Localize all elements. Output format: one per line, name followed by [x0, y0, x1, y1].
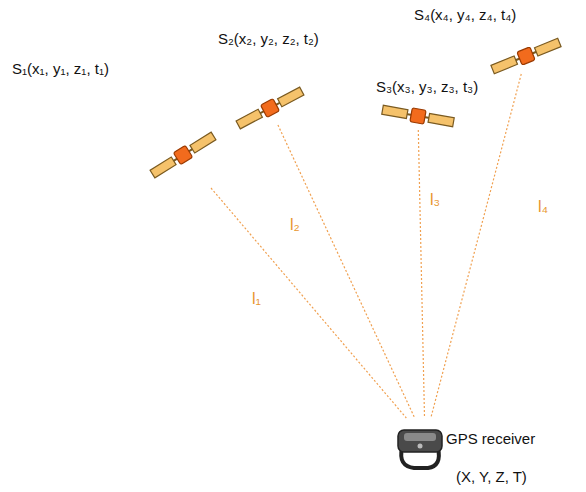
- satellite-icon: [378, 94, 458, 138]
- satellite-icon: [230, 86, 310, 130]
- distance-label: l₁: [252, 290, 261, 307]
- coordinate-label: (X, Y, Z, T): [456, 468, 527, 485]
- receiver-label: GPS receiver: [446, 430, 535, 447]
- receiver-node: GPS receiver (X, Y, Z, T): [388, 418, 578, 488]
- signal-line: [211, 188, 406, 418]
- gps-receiver-icon: [392, 426, 448, 470]
- satellite-node: S₃(x₃, y₃, z₃, t₃): [374, 78, 514, 130]
- satellite-label: S₂(x₂, y₂, z₂, t₂): [218, 30, 319, 47]
- text-holder: S₄(x₄, y₄, z₄, t₄): [414, 6, 516, 24]
- dotted-line: [211, 188, 406, 418]
- text-holder: GPS receiver: [446, 430, 535, 448]
- satellite-icon: [486, 34, 566, 78]
- line-label-holder: l₁: [252, 290, 261, 308]
- signal-line: [278, 125, 415, 418]
- satellite-node: S₄(x₄, y₄, z₄, t₄): [414, 6, 574, 74]
- distance-label: l₄: [538, 198, 548, 215]
- dotted-line: [418, 130, 424, 418]
- distance-label: l₂: [290, 216, 300, 233]
- text-holder: (X, Y, Z, T): [456, 468, 527, 486]
- text-holder: S₂(x₂, y₂, z₂, t₂): [218, 30, 319, 48]
- text-holder: S₃(x₃, y₃, z₃, t₃): [376, 78, 478, 96]
- satellite-node: S₂(x₂, y₂, z₂, t₂): [218, 30, 368, 125]
- line-label-holder: l₃: [430, 191, 440, 209]
- satellite-icon: [143, 133, 223, 177]
- line-label-holder: l₂: [290, 216, 300, 234]
- signal-line: [418, 130, 424, 418]
- satellite-node: S₁(x₁, y₁, z₁, t₁): [12, 60, 212, 188]
- distance-label: l₃: [430, 191, 440, 208]
- text-holder: S₁(x₁, y₁, z₁, t₁): [12, 60, 109, 78]
- dotted-line: [278, 125, 415, 418]
- line-label-holder: l₄: [538, 198, 548, 216]
- satellite-label: S₃(x₃, y₃, z₃, t₃): [376, 78, 478, 95]
- satellite-label: S₁(x₁, y₁, z₁, t₁): [12, 60, 109, 77]
- satellite-label: S₄(x₄, y₄, z₄, t₄): [414, 6, 516, 23]
